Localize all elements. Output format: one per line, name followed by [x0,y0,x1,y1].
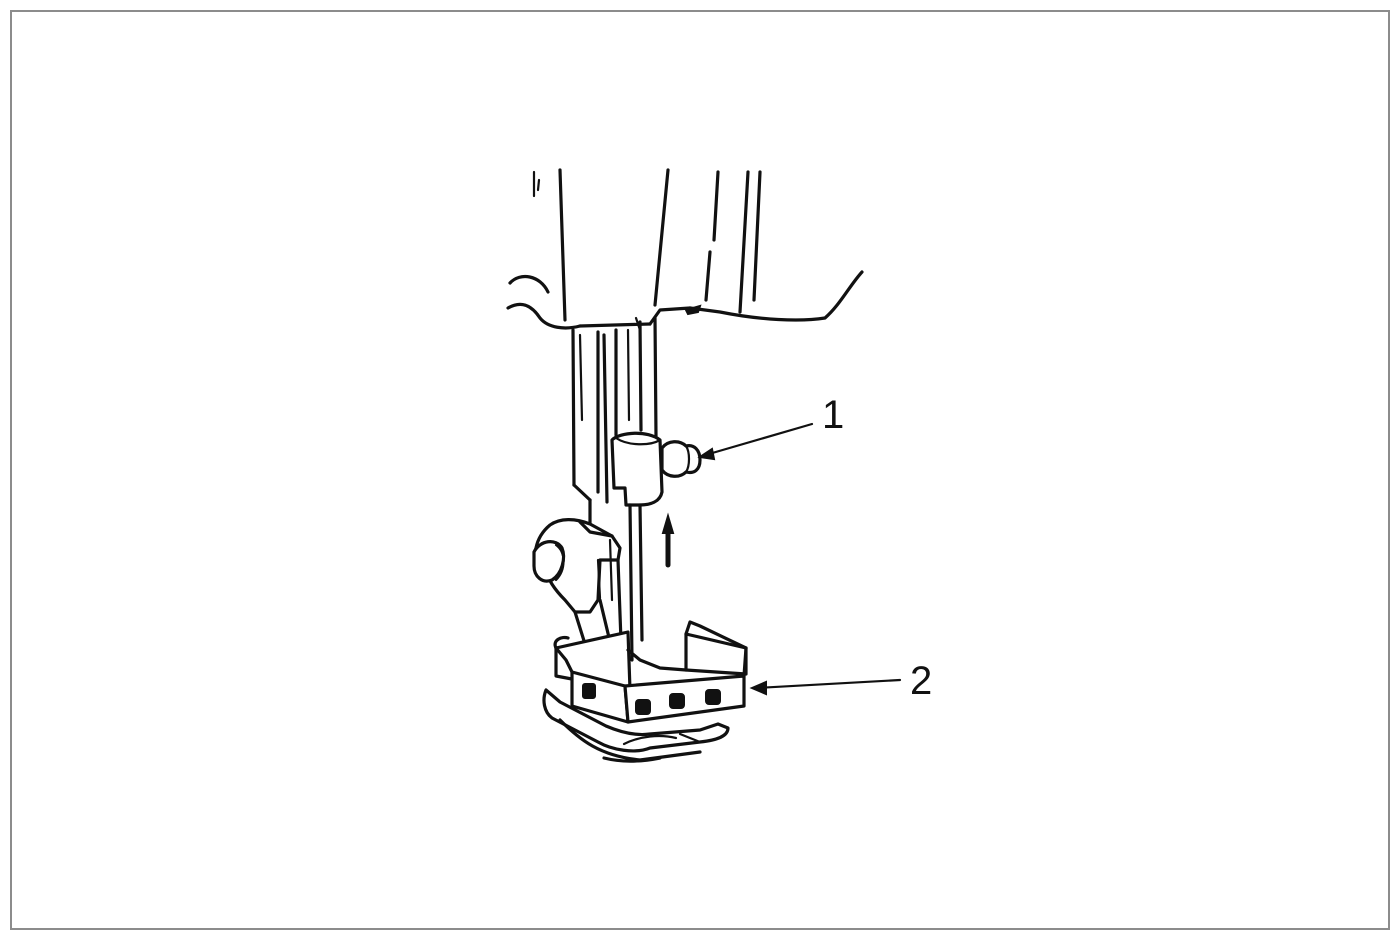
presser-bar [571,316,658,532]
up-arrow-icon [661,512,675,568]
presser-foot-sole [542,688,730,763]
figure-frame [10,10,1390,930]
callout-1-label: 1 [822,393,844,437]
finger-guard [553,620,748,724]
foot-shank [532,503,644,670]
callout-2-label: 2 [910,659,932,703]
guide-bracket [610,431,702,507]
callout-2-leader [749,678,902,696]
thumb-screw-icon [660,440,702,478]
machine-head [506,168,864,330]
callout-1-leader [697,422,814,461]
guard-window [582,683,721,715]
